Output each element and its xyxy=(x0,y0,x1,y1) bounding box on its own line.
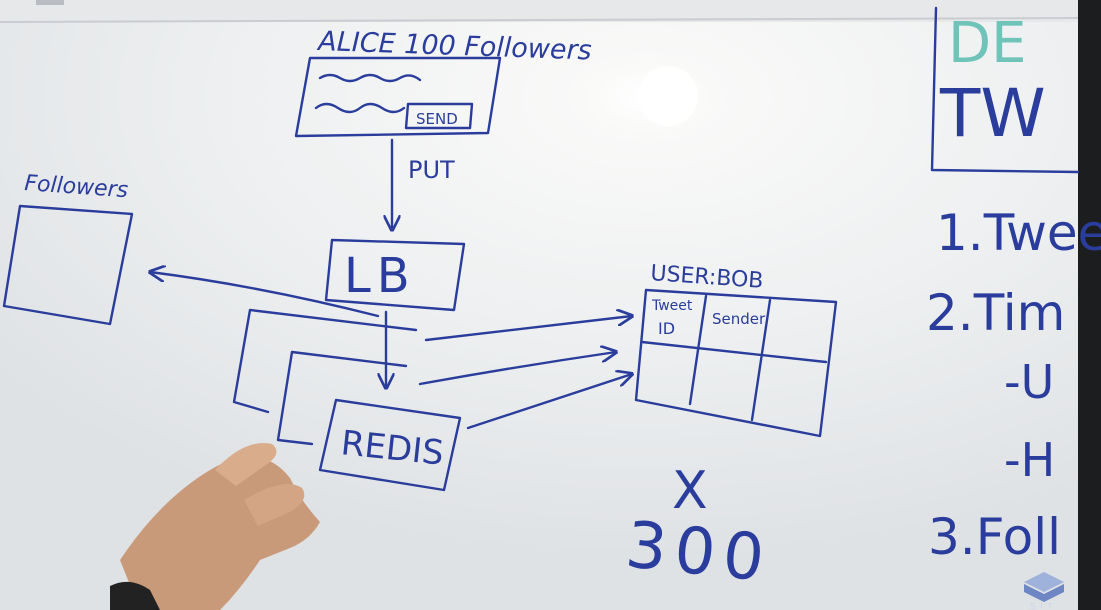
panel-item-2: 2.Tim xyxy=(926,284,1065,342)
panel-heading-line2: TW xyxy=(939,75,1046,152)
redis-replica-bracket-1 xyxy=(232,308,418,414)
send-label: SEND xyxy=(416,110,458,128)
user-table-row-line xyxy=(640,340,828,364)
user-table-col-line-1 xyxy=(688,294,708,406)
lb-to-followers-arrow xyxy=(150,272,380,318)
compose-box xyxy=(294,56,502,138)
panel-heading-line1: DE xyxy=(948,11,1027,76)
sit-logo: SIT xyxy=(1024,572,1064,610)
user-table-col1-line2: ID xyxy=(658,319,675,338)
logo-text: SIT xyxy=(1030,602,1057,610)
redis-replica-bracket-2 xyxy=(276,350,408,446)
followers-box xyxy=(2,204,134,326)
tray-handle xyxy=(36,0,64,5)
board-top-edge xyxy=(0,17,1079,23)
board-top-frame xyxy=(0,0,1078,22)
logo-cube-icon xyxy=(1024,572,1064,592)
user-table-col1-line1: Tweet xyxy=(651,298,693,314)
multiplier-symbol: X xyxy=(672,461,708,521)
redis-to-table-arrow xyxy=(466,374,632,430)
compose-scribble-2 xyxy=(314,102,406,114)
user-table-col-line-2 xyxy=(750,298,772,422)
compose-scribble-1 xyxy=(318,73,422,83)
presenter-hand xyxy=(110,443,320,610)
panel-heading-box xyxy=(930,6,1080,174)
panel-item-4: -H xyxy=(1004,433,1055,487)
user-table-col2: Sender xyxy=(712,310,766,328)
board-right-frame xyxy=(1078,0,1101,610)
redis-box xyxy=(318,398,462,492)
replica1-to-table-arrow xyxy=(424,316,632,342)
panel-item-5: 3.Foll xyxy=(928,508,1061,566)
put-label: PUT xyxy=(408,156,455,184)
multiplier-value: 300 xyxy=(622,508,775,597)
lb-label: LB xyxy=(344,248,416,304)
panel-item-1: 1.Twee xyxy=(936,204,1101,262)
panel-item-3: -U xyxy=(1004,355,1054,409)
lb-box xyxy=(324,238,466,312)
replica2-to-table-arrow xyxy=(418,352,616,386)
send-button-box xyxy=(404,102,474,130)
glare-spot xyxy=(638,66,698,126)
user-table-outline xyxy=(634,288,838,438)
